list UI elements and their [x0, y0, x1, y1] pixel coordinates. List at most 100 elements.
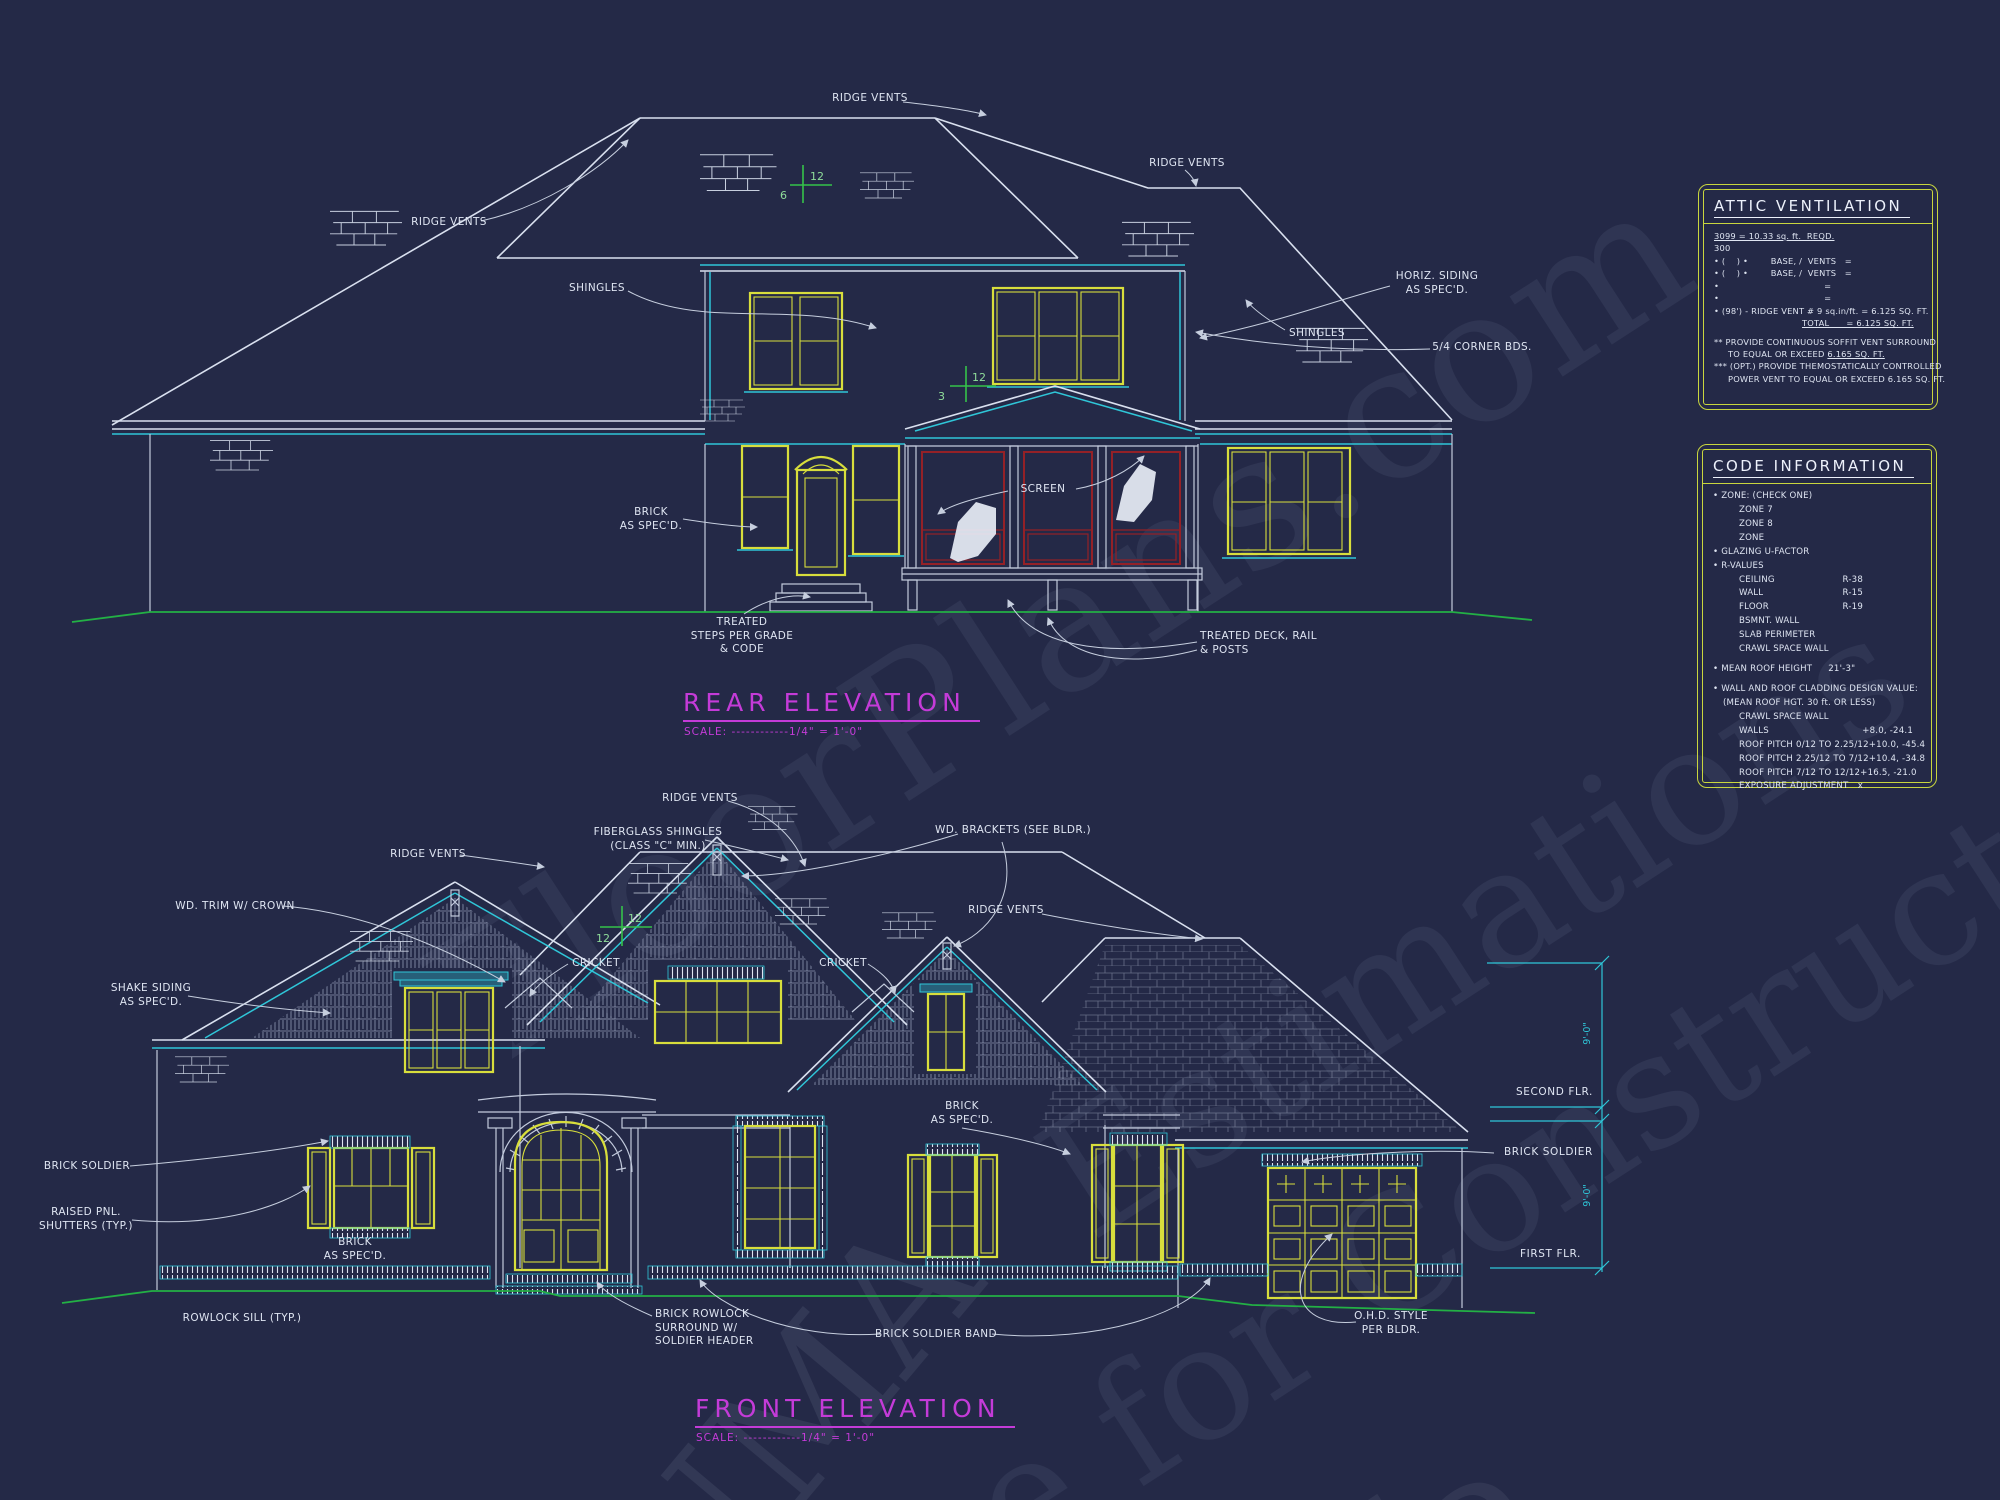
code-row-zone-blank: ZONE [1739, 532, 1765, 543]
label-rear-horiz-siding: HORIZ. SIDING AS SPEC'D. [1395, 270, 1479, 296]
code-row-pitch3: ROOF PITCH 7/12 TO 12/12+16.5, -21.0 [1739, 767, 1917, 778]
leader-lines [129, 101, 1495, 1337]
rear-upper-windows [744, 286, 1129, 393]
label-front-wd-trim: WD. TRIM W/ CROWN [175, 900, 295, 912]
code-panel-title: CODE INFORMATION [1713, 457, 1915, 478]
attic-note1-line1: ** PROVIDE CONTINUOUS SOFFIT VENT SURROU… [1714, 336, 1937, 347]
label-front-brick-rowlock: BRICK ROWLOCK SURROUND W/ SOLDIER HEADER [655, 1308, 754, 1348]
front-first-floor-windows [306, 1115, 1185, 1272]
code-information-panel: CODE INFORMATION • ZONE: (CHECK ONE) ZON… [1697, 444, 1937, 791]
code-row-zone8: ZONE 8 [1739, 518, 1773, 529]
label-rear-ridge-vents-right: RIDGE VENTS [1149, 157, 1225, 169]
attic-dot-row-1: • = [1714, 280, 1832, 291]
label-first-flr: FIRST FLR. [1520, 1248, 1581, 1260]
front-elevation-title: FRONT ELEVATION [695, 1394, 1015, 1428]
pitch-front-rise: 12 [596, 932, 610, 945]
attic-calc: 3099 = 10.33 sq. ft. REQD. [1714, 231, 1835, 241]
label-rear-shingles-left: SHINGLES [569, 282, 625, 294]
front-garage-door [1179, 1153, 1463, 1300]
label-front-raised-pnl: RAISED PNL. SHUTTERS (TYP.) [39, 1206, 133, 1232]
label-front-wd-brackets: WD. BRACKETS (SEE BLDR.) [935, 824, 1091, 836]
front-upper-windows [393, 965, 973, 1074]
attic-note1-value: 6.165 SQ. FT. [1827, 348, 1885, 359]
attic-ventilation-panel: ATTIC VENTILATION 3099 = 10.33 sq. ft. R… [1698, 184, 1946, 410]
label-front-brick-as-specd-right: BRICK AS SPEC'D. [930, 1100, 994, 1126]
pitch-rear-upper-run: 12 [810, 170, 824, 183]
pitch-front-run: 12 [628, 912, 642, 925]
code-row-crawl1: CRAWL SPACE WALL [1739, 644, 1829, 655]
label-front-rowlock-sill: ROWLOCK SILL (TYP.) [182, 1312, 302, 1324]
label-rear-brick-as-specd: BRICK AS SPEC'D. [619, 506, 683, 532]
label-front-ridge-vents-left: RIDGE VENTS [390, 848, 466, 860]
label-front-ohd-style: O.H.D. STYLE PER BLDR. [1354, 1310, 1428, 1336]
rear-right-wing-window [1222, 446, 1356, 559]
attic-total-row: TOTAL = 6.125 SQ. FT. [1802, 318, 1914, 329]
code-panel-rule [1703, 483, 1931, 484]
label-rear-treated-deck: TREATED DECK, RAIL & POSTS [1200, 630, 1317, 656]
label-rear-screen: SCREEN [1020, 483, 1066, 495]
rear-ground-line [71, 611, 1533, 623]
label-second-flr: SECOND FLR. [1516, 1086, 1593, 1098]
attic-panel-title: ATTIC VENTILATION [1714, 197, 1911, 218]
label-rear-treated-steps: TREATED STEPS PER GRADE & CODE [690, 616, 794, 656]
code-row-rvalues: • R-VALUES [1713, 560, 1764, 571]
roof-pitch-markers: 12 6 12 3 12 12 [596, 165, 996, 946]
code-row-mean-hgt: (MEAN ROOF HGT. 30 ft. OR LESS) [1723, 697, 1876, 708]
label-front-cricket-left: CRICKET [572, 957, 620, 969]
rear-elevation-title: REAR ELEVATION [683, 688, 980, 722]
attic-note1-line2: TO EQUAL OR EXCEED 6.165 SQ. FT. [1728, 348, 1922, 360]
pitch-rear-porch-rise: 3 [938, 390, 945, 403]
code-row-cladding: • WALL AND ROOF CLADDING DESIGN VALUE: [1713, 683, 1918, 694]
label-rear-shingles-right: SHINGLES [1289, 327, 1345, 339]
label-front-shake-siding: SHAKE SIDING AS SPEC'D. [110, 982, 192, 1008]
label-front-ridge-vents-right: RIDGE VENTS [968, 904, 1044, 916]
code-row-walls: WALLS+8.0, -24.1 [1739, 725, 1913, 736]
rear-elevation-roof [111, 117, 1453, 445]
label-front-ridge-vents-top: RIDGE VENTS [662, 792, 738, 804]
front-elevation-walls [156, 1046, 1463, 1308]
label-rear-ridge-vents-left: RIDGE VENTS [411, 216, 487, 228]
rear-lower-windows-door [737, 444, 904, 612]
front-elevation-scale: SCALE: ------------1/4" = 1'-0" [696, 1432, 876, 1444]
attic-base-row-2: • ( ) • BASE, / VENTS = [1714, 268, 1852, 279]
code-row-glazing: • GLAZING U-FACTOR [1713, 546, 1810, 557]
attic-calc-denominator: 300 [1714, 243, 1731, 254]
code-row-pitch1: ROOF PITCH 0/12 TO 2.25/12+10.0, -45.4 [1739, 739, 1926, 750]
code-row-pitch2: ROOF PITCH 2.25/12 TO 7/12+10.4, -34.8 [1739, 753, 1926, 764]
label-front-cricket-center: CRICKET [819, 957, 867, 969]
front-ground-line [61, 1290, 1536, 1314]
dim-floor-height-lower: 9'-0" [1581, 1184, 1593, 1207]
code-row-bsmnt: BSMNT. WALL [1739, 616, 1800, 627]
label-front-brick-as-specd-left: BRICK AS SPEC'D. [323, 1236, 387, 1262]
attic-note1-text: TO EQUAL OR EXCEED [1728, 348, 1828, 359]
attic-dot-row-2: • = [1714, 293, 1832, 304]
dim-floor-height-upper: 9'-0" [1581, 1022, 1593, 1045]
attic-panel-rule [1704, 223, 1932, 224]
attic-base-row-1: • ( ) • BASE, / VENTS = [1714, 255, 1852, 266]
label-front-brick-soldier-band: BRICK SOLDIER BAND [875, 1328, 997, 1340]
rear-elevation-walls [149, 271, 1453, 612]
rear-screen-porch [901, 385, 1203, 611]
label-rear-ridge-vents-top: RIDGE VENTS [832, 92, 908, 104]
label-front-fiberglass-shingles: FIBERGLASS SHINGLES (CLASS "C" MIN.) [593, 826, 723, 852]
pitch-rear-porch-run: 12 [972, 371, 986, 384]
front-entry-door [495, 1111, 643, 1295]
front-soldier-band [159, 1265, 1179, 1280]
label-rear-corner-bds: 5/4 CORNER BDS. [1432, 341, 1532, 353]
code-row-crawl2: CRAWL SPACE WALL [1739, 711, 1829, 722]
floor-dimension-lines [1487, 955, 1610, 1276]
code-row-zone: • ZONE: (CHECK ONE) [1713, 491, 1813, 501]
code-row-slab: SLAB PERIMETER [1739, 630, 1816, 641]
attic-note2-line2: POWER VENT TO EQUAL OR EXCEED 6.165 SQ. … [1728, 373, 1946, 384]
front-elevation-roof [152, 806, 1469, 1149]
rear-elevation-scale: SCALE: ------------1/4" = 1'-0" [684, 726, 864, 738]
label-front-brick-soldier-left: BRICK SOLDIER [43, 1160, 131, 1172]
label-brick-soldier-right: BRICK SOLDIER [1504, 1146, 1593, 1158]
attic-note2-line1: *** (OPT.) PROVIDE THEMOSTATICALLY CONTR… [1714, 361, 1942, 372]
code-row-zone7: ZONE 7 [1739, 504, 1773, 515]
